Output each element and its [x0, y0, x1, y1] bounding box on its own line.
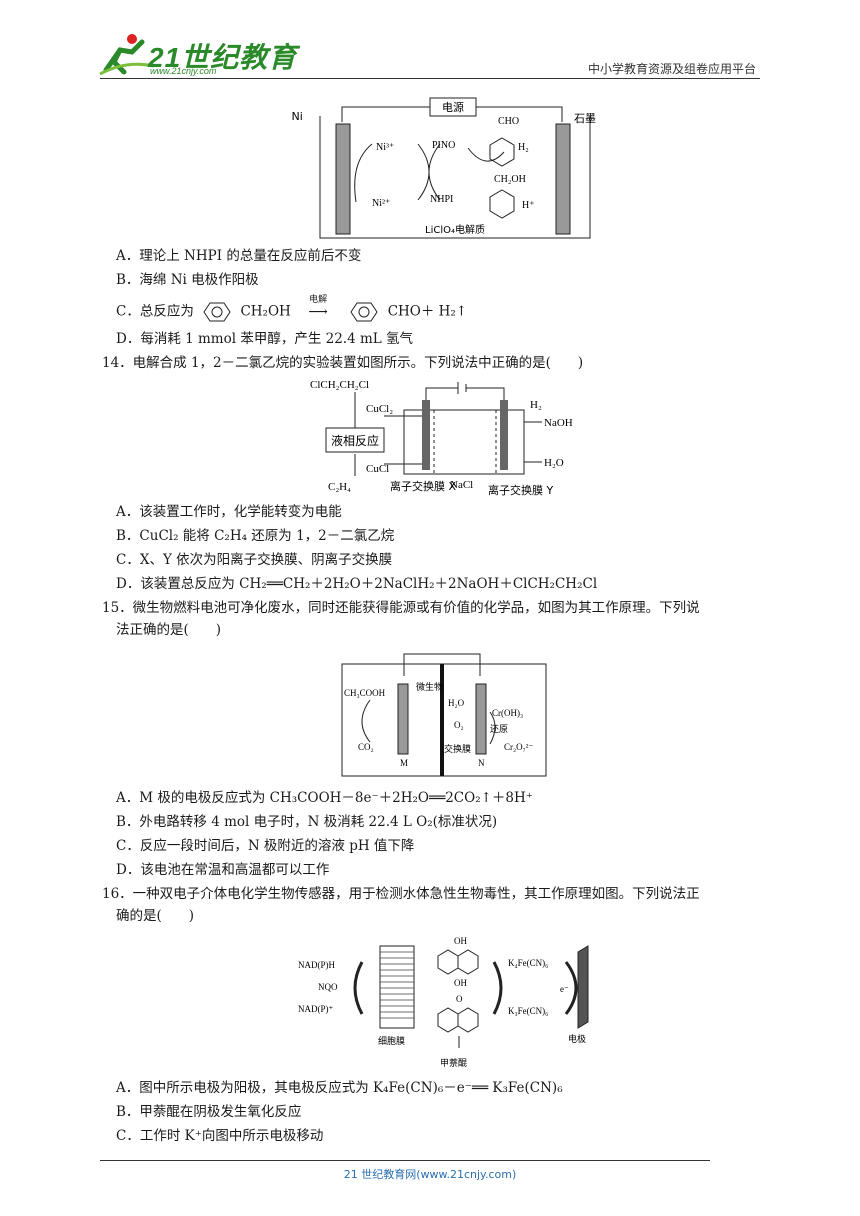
cr2o7-label: Cr₂O₇²⁻	[504, 742, 533, 752]
ch2oh-label: CH₂OH	[494, 174, 526, 185]
q16-option-b: B．甲萘醌在阴极发生氧化反应	[116, 1104, 302, 1120]
q14-option-b: B．CuCl₂ 能将 C₂H₄ 还原为 1，2－二氯乙烷	[116, 528, 395, 544]
electrolyte-label: LiClO₄电解质	[425, 223, 485, 236]
q14-option-c: C．X、Y 依次为阳离子交换膜、阴离子交换膜	[116, 552, 393, 568]
q15-option-c: C．反应一段时间后，N 极附近的溶液 pH 值下降	[116, 838, 415, 854]
q13-option-b: B．海绵 Ni 电极作阳极	[116, 272, 259, 288]
q15-option-d: D．该电池在常温和高温都可以工作	[116, 862, 330, 878]
header-divider	[100, 78, 760, 79]
ch3cooh-label: CH₃COOH	[344, 688, 386, 698]
q16-option-a: A．图中所示电极为阳极，其电极反应式为 K₄Fe(CN)₆－e⁻══ K₃Fe(…	[116, 1080, 563, 1096]
nadph-label: NAD(P)H	[298, 960, 335, 970]
k3-label: K₃Fe(CN)₆	[508, 1006, 548, 1016]
m-electrode-label: M	[400, 758, 408, 768]
q15-option-b: B．外电路转移 4 mol 电子时，N 极消耗 22.4 L O₂(标准状况)	[116, 814, 498, 830]
product-label: ClCH₂CH₂Cl	[310, 379, 369, 391]
q15-option-a: A．M 极的电极反应式为 CH₃COOH－8e⁻＋2H₂O══2CO₂↑＋8H⁺	[116, 790, 533, 806]
reduce-label: 还原	[490, 723, 508, 735]
q14-stem: 14．电解合成 1，2－二氯乙烷的实验装置如图所示。下列说法中正确的是( )	[102, 355, 584, 371]
footer-link[interactable]: 21 世纪教育网(www.21cnjy.com)	[343, 1168, 517, 1181]
oh-top-label: OH	[454, 936, 467, 946]
electrode-label: 电极	[568, 1033, 586, 1045]
q13-option-c-prefix: C．总反应为	[116, 303, 194, 320]
q16-stem-line2: 确的是( )	[116, 908, 195, 924]
oh-bottom-label: OH	[454, 978, 467, 988]
runner-logo-icon	[99, 34, 155, 76]
right-electrode-label: 石墨	[574, 112, 596, 125]
nqo-label: NQO	[318, 982, 338, 992]
q16-option-c: C．工作时 K⁺向图中所示电极移动	[116, 1128, 324, 1144]
reaction-condition: 电解	[309, 294, 328, 305]
cucl-label: CuCl	[366, 463, 389, 475]
q14-option-d: D．该装置总反应为 CH₂══CH₂＋2H₂O＋2NaClH₂＋2NaOH＋Cl…	[116, 576, 598, 592]
croh3-label: Cr(OH)₃	[492, 708, 523, 718]
c2h4-label: C₂H₄	[328, 481, 351, 493]
q16-stem-line1: 16．一种双电子介体电化学生物传感器，用于检测水体急性生物毒性，其工作原理如图。…	[102, 886, 700, 902]
platform-name: 中小学教育资源及组卷应用平台	[587, 62, 756, 76]
power-label: 电源	[442, 100, 464, 114]
naoh-label: NaOH	[544, 417, 573, 429]
membrane-y-label: 离子交换膜 Y	[488, 483, 553, 497]
electron-label: e⁻	[560, 984, 569, 994]
benzene-ring-icon	[203, 302, 231, 322]
cucl2-label: CuCl₂	[366, 403, 393, 415]
cell-membrane-label: 细胞膜	[378, 1035, 405, 1047]
pino-label: PINO	[432, 140, 455, 151]
cho-label: CHO	[498, 116, 519, 127]
hplus-label: H⁺	[522, 200, 535, 211]
h2o-label: H₂O	[448, 698, 465, 708]
q15-stem-line2: 法正确的是( )	[116, 622, 222, 638]
figure-13: 电源 海绵 Ni 石墨 Ni³⁺ Ni²⁺ PINO NHPI CHO H₂ C…	[290, 97, 596, 239]
q13-option-a: A．理论上 NHPI 的总量在反应前后不变	[116, 248, 362, 264]
nadp-label: NAD(P)⁺	[298, 1004, 333, 1014]
q13-option-c-reactant: CH₂OH	[240, 303, 291, 320]
figure-16: NAD(P)H NQO NAD(P)⁺ 细胞膜 OH OH O 甲萘醌 K₄Fe…	[298, 936, 589, 1069]
liquid-reaction-label: 液相反应	[331, 433, 379, 448]
h2-label: H₂	[518, 142, 529, 153]
figure-14: ClCH₂CH₂Cl CuCl₂ 液相反应 CuCl C₂H₄ 离子交换膜 X …	[310, 379, 573, 497]
menadione-label: 甲萘醌	[440, 1058, 467, 1069]
o-label: O	[456, 994, 463, 1004]
h2-label: H₂	[530, 399, 542, 411]
q14-option-a: A．该装置工作时，化学能转变为电能	[116, 504, 342, 520]
ni3-label: Ni³⁺	[376, 142, 394, 153]
membrane-label: 交换膜	[444, 743, 471, 755]
n-electrode-label: N	[478, 758, 485, 768]
figure-15: CH₃COOH CO₂ 微生物 M N H₂O O₂ 交换膜 Cr(OH)₃ 还…	[341, 653, 547, 777]
reaction-arrow: 电解 ⟶	[295, 295, 341, 322]
left-electrode-label: 海绵 Ni	[290, 109, 303, 123]
microbe-label: 微生物	[416, 681, 443, 693]
q13-option-d: D．每消耗 1 mmol 苯甲醇，产生 22.4 mL 氢气	[116, 331, 414, 347]
ni2-label: Ni²⁺	[372, 198, 390, 209]
logo	[96, 30, 286, 78]
o2-label: O₂	[454, 720, 464, 730]
k4-label: K₄Fe(CN)₆	[508, 958, 548, 968]
h2o-label: H₂O	[544, 457, 564, 469]
nhpi-label: NHPI	[430, 194, 453, 205]
logo-text: 21世纪教育	[148, 42, 298, 73]
logo-url: www.21cnjy.com	[150, 66, 217, 76]
q15-stem-line1: 15．微生物燃料电池可净化废水，同时还能获得能源或有价值的化学品，如图为其工作原…	[102, 600, 700, 616]
benzene-ring-icon	[350, 302, 378, 322]
q13-option-c-product: CHO＋ H₂↑	[387, 303, 468, 320]
membrane-x-label: 离子交换膜 X	[390, 479, 456, 493]
footer-divider	[100, 1160, 710, 1161]
nacl-label: NaCl	[450, 479, 473, 491]
co2-label: CO₂	[358, 742, 374, 752]
q13-option-c: C．总反应为 CH₂OH 电解 ⟶ CHO＋ H₂↑	[116, 295, 468, 323]
